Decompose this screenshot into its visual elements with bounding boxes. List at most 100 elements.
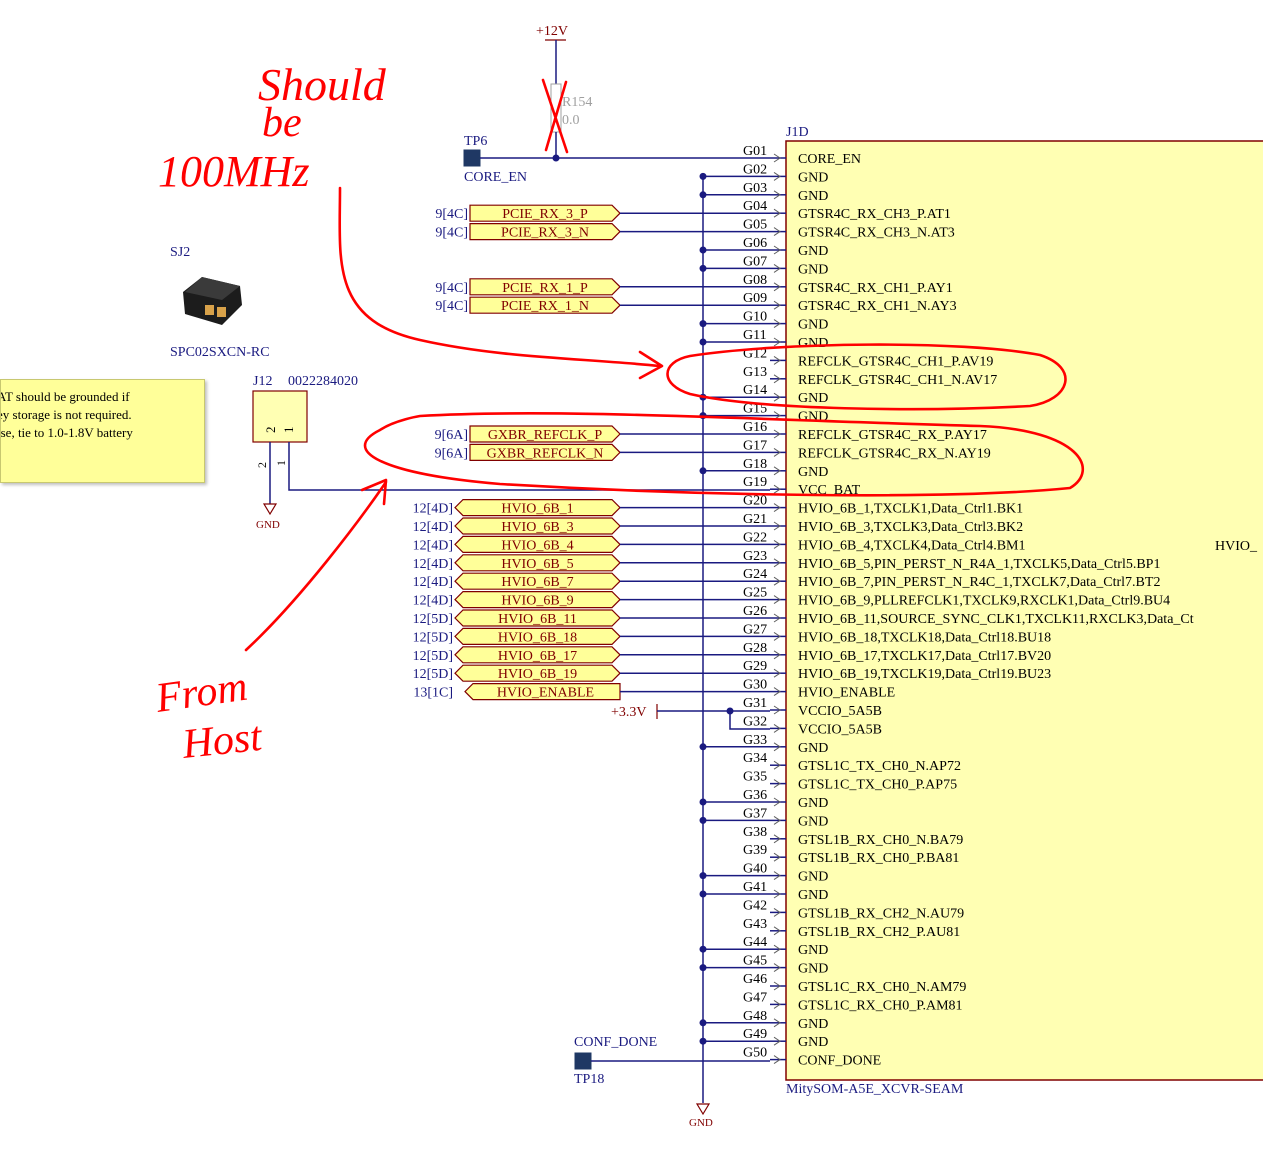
j1d-pin-number: G21 — [743, 512, 767, 527]
port-hvio-6b-5[interactable]: HVIO_6B_512[4D] — [413, 554, 770, 572]
port-hvio-6b-9[interactable]: HVIO_6B_912[4D] — [413, 591, 770, 609]
j1d-pin-g24[interactable]: G24HVIO_6B_7,PIN_PERST_N_R4C_1,TXCLK7,Da… — [743, 567, 1160, 590]
j1d-pin-name: GTSR4C_RX_CH3_P.AT1 — [798, 207, 951, 222]
j1d-pin-number: G37 — [743, 806, 767, 821]
gnd-junction — [699, 1019, 707, 1027]
gnd-main-label: GND — [689, 1117, 713, 1129]
tp6-net: CORE_EN — [464, 170, 527, 185]
port-pcie-rx-3-n[interactable]: PCIE_RX_3_N9[4C] — [435, 223, 770, 241]
j1d-pin-name: GTSR4C_RX_CH1_P.AY1 — [798, 281, 953, 296]
j1d-pin-name: CORE_EN — [798, 152, 861, 167]
tp18-testpoint[interactable]: CONF_DONE TP18 — [574, 1035, 770, 1087]
j1d-pin-number: G31 — [743, 696, 767, 711]
j1d-pin-g25[interactable]: G25HVIO_6B_9,PLLREFCLK1,TXCLK9,RXCLK1,Da… — [743, 586, 1170, 609]
port-pcie-rx-1-n[interactable]: PCIE_RX_1_N9[4C] — [435, 296, 770, 314]
gnd-junction — [699, 743, 707, 751]
port-sheet-ref: 12[4D] — [413, 538, 453, 553]
j1d-pin-name: GTSL1B_RX_CH0_P.BA81 — [798, 851, 959, 866]
j1d-pin-g26[interactable]: G26HVIO_6B_11,SOURCE_SYNC_CLK1,TXCLK11,R… — [743, 604, 1194, 627]
port-sheet-ref: 9[4C] — [435, 281, 468, 296]
j1d-pin-number: G28 — [743, 641, 767, 656]
port-pcie-rx-3-p[interactable]: PCIE_RX_3_P9[4C] — [435, 204, 770, 222]
port-gxbr-refclk-n[interactable]: GXBR_REFCLK_N9[6A] — [435, 443, 770, 461]
port-label: HVIO_6B_1 — [501, 502, 573, 517]
gnd-junction — [699, 872, 707, 880]
port-sheet-ref: 12[5D] — [413, 649, 453, 664]
j1d-pin-g23[interactable]: G23HVIO_6B_5,PIN_PERST_N_R4A_1,TXCLK5,Da… — [743, 549, 1160, 572]
arrow-to-refclk — [338, 186, 664, 380]
port-label: HVIO_6B_5 — [501, 557, 573, 572]
j1d-pin-number: G45 — [743, 954, 767, 969]
port-gxbr-refclk-p[interactable]: GXBR_REFCLK_P9[6A] — [435, 425, 770, 443]
j1d-body[interactable] — [785, 140, 1263, 1081]
r154-strike-mark — [541, 78, 569, 154]
port-pcie-rx-1-p[interactable]: PCIE_RX_1_P9[4C] — [435, 278, 770, 296]
sj2-ref: SJ2 — [170, 245, 190, 260]
tp6-testpoint[interactable]: TP6 CORE_EN — [463, 134, 770, 185]
port-hvio-6b-1[interactable]: HVIO_6B_112[4D] — [413, 499, 770, 517]
tp18-ref: TP18 — [574, 1072, 604, 1087]
port-sheet-ref: 12[5D] — [413, 630, 453, 645]
j1d-pin-name: GTSL1C_TX_CH0_P.AP75 — [798, 778, 957, 793]
annotation-be: be — [262, 100, 302, 146]
j1d-pin-number: G22 — [743, 530, 767, 545]
port-hvio-6b-7[interactable]: HVIO_6B_712[4D] — [413, 572, 770, 590]
refclk-rx-circle — [363, 412, 1085, 497]
port-hvio-6b-4[interactable]: HVIO_6B_412[4D] — [413, 535, 770, 553]
j1d-pin-name: CONF_DONE — [798, 1054, 881, 1069]
port-sheet-ref: 12[5D] — [413, 667, 453, 682]
gnd-junction — [699, 338, 707, 346]
sj2-jumper-image[interactable] — [168, 260, 254, 340]
port-hvio-6b-3[interactable]: HVIO_6B_312[4D] — [413, 517, 770, 535]
j1d-pin-number: G40 — [743, 862, 767, 877]
